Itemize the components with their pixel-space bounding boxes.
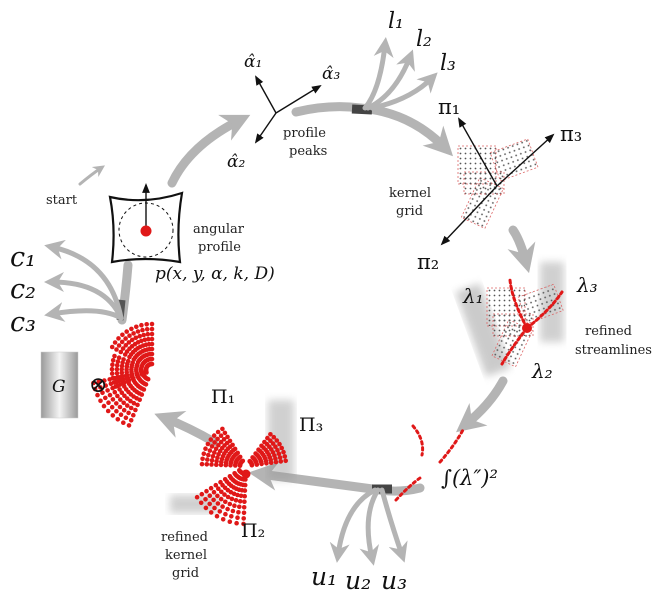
arrow-profile-to-peaks bbox=[167, 114, 251, 188]
Pi3-label: Π₃ bbox=[299, 414, 323, 436]
integral-label: ∫(λ″)² bbox=[441, 466, 498, 490]
G-label: G bbox=[52, 377, 66, 397]
Pi1-label: Π₁ bbox=[211, 386, 235, 408]
profile-peaks-label-2: peaks bbox=[289, 144, 327, 159]
pi2-label: π₂ bbox=[417, 250, 439, 274]
Pi2-label: Π₂ bbox=[241, 520, 265, 542]
final-kernel-fan bbox=[91, 321, 155, 428]
alpha2-label: α̂₂ bbox=[227, 152, 245, 172]
refined-kernel-grid-label-2: kernel bbox=[165, 548, 207, 563]
refined-kernel-fan-3 bbox=[247, 432, 289, 468]
arrow-grid-to-refined bbox=[507, 225, 536, 274]
kernel-grid-label-1: kernel bbox=[389, 186, 431, 201]
refined-kernel-grid-label-1: refined bbox=[161, 530, 208, 545]
c2-label: c₂ bbox=[10, 274, 36, 305]
arrow-start bbox=[78, 165, 105, 186]
u-fan-arrows bbox=[329, 487, 408, 566]
profile-peaks-label-1: profile bbox=[283, 126, 326, 141]
l1-label: l₁ bbox=[388, 9, 404, 34]
c3-label: c₃ bbox=[10, 307, 36, 338]
kernel-grid-label-2: grid bbox=[396, 204, 423, 219]
c1-label: c₁ bbox=[10, 242, 36, 273]
c-fan-arrows bbox=[44, 239, 124, 322]
refined-kernel-grid bbox=[170, 400, 294, 527]
refined-kernel-grid-label-3: grid bbox=[172, 566, 199, 581]
lambda3-label: λ₃ bbox=[576, 273, 598, 297]
lambda2-label: λ₂ bbox=[531, 359, 553, 383]
arrow-refined-to-integral bbox=[456, 376, 508, 433]
u2-label: u₂ bbox=[345, 566, 371, 595]
convolution-symbol: ⊗ bbox=[89, 373, 107, 398]
integral-curves bbox=[394, 424, 466, 502]
pi3-label: π₃ bbox=[560, 122, 582, 146]
final-fan-1 bbox=[109, 321, 155, 370]
refined-streamlines-label-1: refined bbox=[585, 324, 632, 339]
refined-streamlines bbox=[455, 262, 564, 377]
profile-equation: p(x, y, α, k, D) bbox=[155, 264, 275, 284]
refined-streamlines-label-2: streamlines bbox=[575, 343, 652, 358]
l2-label: l₂ bbox=[416, 27, 432, 52]
angular-profile-label-1: angular bbox=[193, 222, 245, 237]
start-label: start bbox=[46, 193, 78, 208]
u3-label: u₃ bbox=[381, 566, 407, 595]
l3-label: l₃ bbox=[440, 51, 456, 76]
lambda1-label: λ₁ bbox=[462, 284, 484, 308]
u1-label: u₁ bbox=[311, 562, 337, 591]
angular-profile-glyph bbox=[108, 183, 184, 264]
final-fan-3 bbox=[91, 369, 151, 428]
alpha1-label: α̂₁ bbox=[244, 52, 262, 72]
pi1-label: π₁ bbox=[438, 95, 460, 119]
refined-kernel-fan-1 bbox=[199, 426, 246, 469]
alpha3-label: α̂₃ bbox=[322, 64, 340, 84]
g-box bbox=[40, 351, 79, 419]
kernel-grid bbox=[440, 117, 555, 246]
l-fan-arrows bbox=[362, 37, 438, 111]
angular-profile-label-2: profile bbox=[198, 240, 241, 255]
alpha-axes bbox=[254, 75, 322, 144]
